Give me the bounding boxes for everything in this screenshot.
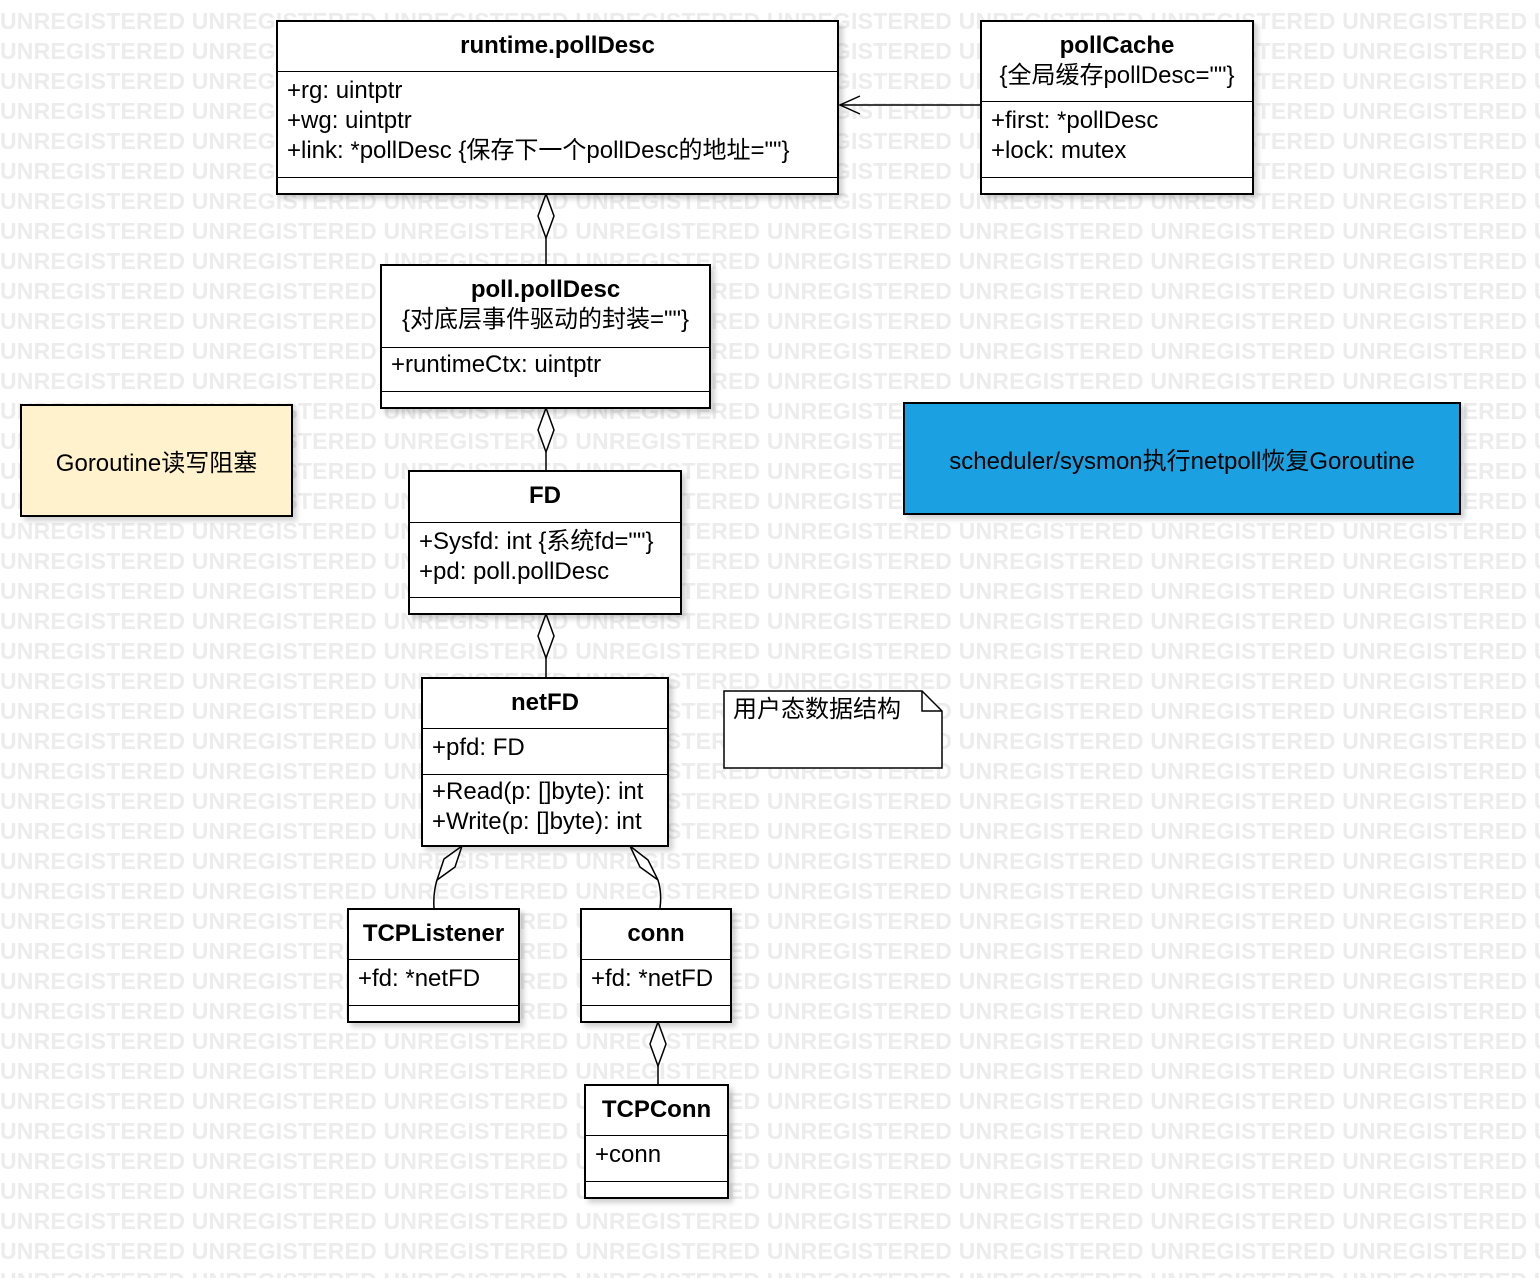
class-name: conn	[627, 920, 685, 947]
attributes-section: +Sysfd: int {系统fd=""} +pd: poll.pollDesc	[410, 523, 680, 598]
attribute: +conn	[595, 1141, 662, 1168]
aggregation-line-conn	[657, 879, 662, 909]
methods-section: +Read(p: []byte): int +Write(p: []byte):…	[423, 775, 667, 845]
class-stereotype: {对底层事件驱动的封装=""}	[401, 306, 690, 333]
methods-section	[586, 1182, 727, 1197]
class-name: runtime.pollDesc	[460, 32, 655, 59]
class-header: pollCache {全局缓存pollDesc=""}	[982, 22, 1252, 102]
class-header: TCPConn	[586, 1086, 727, 1136]
note-user-space[interactable]: 用户态数据结构	[723, 690, 944, 770]
class-conn[interactable]: conn +fd: *netFD	[580, 908, 732, 1023]
attribute: +Sysfd: int {系统fd=""}	[419, 528, 654, 555]
attribute: +first: *pollDesc	[991, 107, 1159, 134]
attribute: +link: *pollDesc {保存下一个pollDesc的地址=""}	[287, 137, 790, 164]
methods-section	[382, 392, 709, 407]
class-name: pollCache	[1059, 32, 1175, 59]
attribute: +fd: *netFD	[358, 965, 481, 992]
note-text: 用户态数据结构	[733, 696, 901, 723]
class-name: netFD	[511, 689, 579, 716]
attribute: +pfd: FD	[432, 734, 525, 761]
note-scheduler-resume[interactable]: scheduler/sysmon执行netpoll恢复Goroutine	[903, 402, 1461, 515]
class-header: netFD	[423, 679, 667, 729]
methods-section	[982, 178, 1252, 193]
class-pollcache[interactable]: pollCache {全局缓存pollDesc=""} +first: *pol…	[980, 20, 1254, 195]
aggregation-diamond-netfd-conn	[629, 845, 659, 881]
class-fd[interactable]: FD +Sysfd: int {系统fd=""} +pd: poll.pollD…	[408, 470, 682, 615]
attribute: +wg: uintptr	[287, 107, 412, 134]
method: +Read(p: []byte): int	[432, 778, 644, 805]
class-poll-polldesc[interactable]: poll.pollDesc {对底层事件驱动的封装=""} +runtimeCt…	[380, 264, 711, 409]
note-goroutine-block[interactable]: Goroutine读写阻塞	[20, 404, 293, 517]
class-netfd[interactable]: netFD +pfd: FD +Read(p: []byte): int +Wr…	[421, 677, 669, 847]
aggregation-diamond-netfd-tcplistener	[435, 844, 464, 882]
attributes-section: +conn	[586, 1136, 727, 1182]
attributes-section: +fd: *netFD	[349, 960, 518, 1006]
methods-section	[349, 1006, 518, 1021]
class-header: conn	[582, 910, 730, 960]
methods-section	[278, 178, 837, 193]
attributes-section: +first: *pollDesc +lock: mutex	[982, 102, 1252, 178]
class-name: TCPConn	[601, 1096, 712, 1123]
note-text: scheduler/sysmon执行netpoll恢复Goroutine	[949, 448, 1415, 475]
aggregation-diamond-runtime-polldesc	[537, 191, 555, 241]
attribute: +runtimeCtx: uintptr	[391, 351, 602, 378]
class-header: poll.pollDesc {对底层事件驱动的封装=""}	[382, 266, 709, 348]
class-tcplistener[interactable]: TCPListener +fd: *netFD	[347, 908, 520, 1023]
attributes-section: +rg: uintptr +wg: uintptr +link: *pollDe…	[278, 72, 837, 178]
attribute: +rg: uintptr	[287, 77, 403, 104]
class-header: runtime.pollDesc	[278, 22, 837, 72]
class-name: FD	[529, 482, 561, 509]
attribute: +lock: mutex	[991, 137, 1127, 164]
attribute: +fd: *netFD	[591, 965, 714, 992]
class-name: TCPListener	[362, 920, 505, 947]
class-header: FD	[410, 472, 680, 523]
aggregation-line-tcplistener	[433, 879, 438, 909]
class-runtime-polldesc[interactable]: runtime.pollDesc +rg: uintptr +wg: uintp…	[276, 20, 839, 195]
class-stereotype: {全局缓存pollDesc=""}	[999, 62, 1235, 89]
attributes-section: +pfd: FD	[423, 729, 667, 775]
note-text: Goroutine读写阻塞	[55, 450, 258, 477]
aggregation-diamond-poll-polldesc	[537, 405, 555, 455]
aggregation-diamond-conn	[649, 1019, 667, 1069]
class-name: poll.pollDesc	[470, 276, 621, 303]
methods-section	[410, 598, 680, 613]
attribute: +pd: poll.pollDesc	[419, 558, 610, 585]
note-shape	[723, 690, 943, 769]
association-arrowhead	[838, 95, 861, 115]
class-header: TCPListener	[349, 910, 518, 960]
methods-section	[582, 1006, 730, 1021]
method: +Write(p: []byte): int	[432, 808, 642, 835]
attributes-section: +runtimeCtx: uintptr	[382, 348, 709, 392]
class-tcpconn[interactable]: TCPConn +conn	[584, 1084, 729, 1199]
aggregation-diamond-fd	[537, 611, 555, 661]
attributes-section: +fd: *netFD	[582, 960, 730, 1006]
